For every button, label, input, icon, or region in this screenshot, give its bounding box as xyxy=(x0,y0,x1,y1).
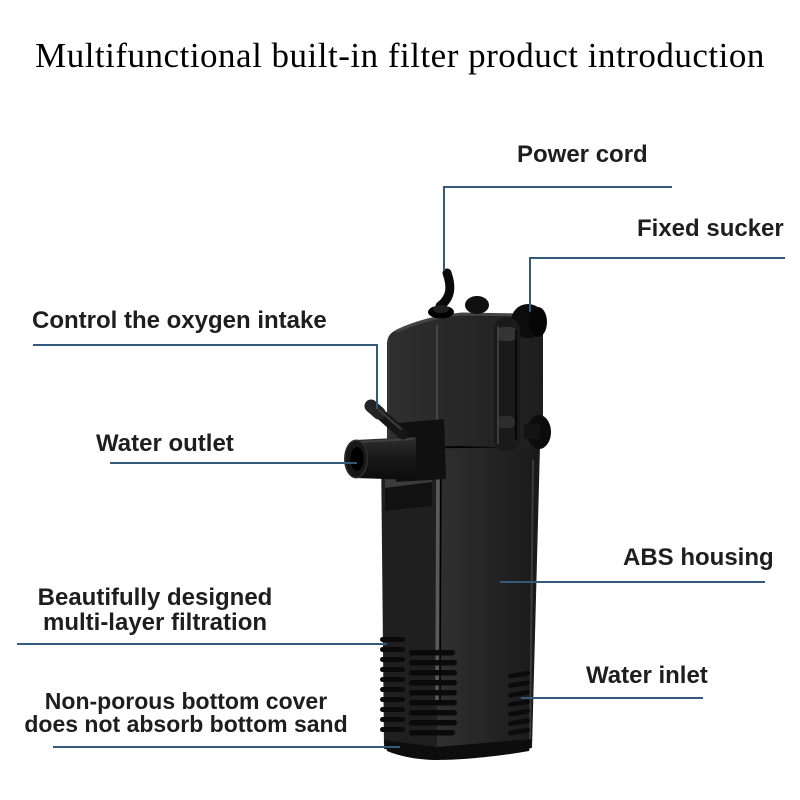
side-grille-right xyxy=(508,670,530,736)
leader-power-cord xyxy=(443,186,672,271)
callout-filtration: Beautifully designed multi-layer filtrat… xyxy=(5,585,305,635)
callout-filtration-line2: multi-layer filtration xyxy=(42,609,268,636)
callout-fixed-sucker: Fixed sucker xyxy=(637,215,784,242)
pump-head-top-highlight xyxy=(395,312,522,333)
leader-lines xyxy=(17,186,785,748)
page-title: Multifunctional built-in filter product … xyxy=(35,36,765,75)
water-outlet-opening xyxy=(350,447,364,471)
suction-cup-bottom-arm xyxy=(524,424,540,439)
body-corner-tube xyxy=(435,446,440,702)
aquarium-filter-product-image xyxy=(344,268,551,760)
body-right-edge-highlight xyxy=(529,459,534,741)
callout-bottom-cover: Non-porous bottom cover does not absorb … xyxy=(5,690,367,736)
callout-abs-housing: ABS housing xyxy=(623,544,774,571)
power-cord xyxy=(428,268,455,319)
callout-filtration-line1: Beautifully designed xyxy=(37,584,273,611)
callout-bottom-cover-line2: does not absorb bottom sand xyxy=(24,711,348,737)
flow-regulator xyxy=(494,318,520,451)
outlet-pipe-highlight xyxy=(356,438,415,443)
cord-grommet-top xyxy=(433,305,449,313)
callout-bottom-cover-line1: Non-porous bottom cover xyxy=(44,688,328,714)
callout-oxygen-intake: Control the oxygen intake xyxy=(32,307,327,334)
leader-oxygen-intake xyxy=(33,344,378,409)
suction-cup-top-lip xyxy=(529,307,547,337)
water-outlet-pipe xyxy=(355,437,416,480)
oxygen-intake-nozzle xyxy=(364,399,409,440)
top-knob xyxy=(465,296,489,314)
bottom-cover xyxy=(384,739,532,760)
body-corner-shadow xyxy=(439,447,442,703)
leader-fixed-sucker xyxy=(529,257,785,312)
filter-body-front-face xyxy=(437,445,540,752)
callout-water-inlet: Water inlet xyxy=(586,662,708,689)
callout-power-cord: Power cord xyxy=(517,141,648,168)
bottom-grille-side xyxy=(380,637,405,732)
bottom-grille-front xyxy=(409,650,457,736)
callout-water-outlet: Water outlet xyxy=(96,430,234,457)
